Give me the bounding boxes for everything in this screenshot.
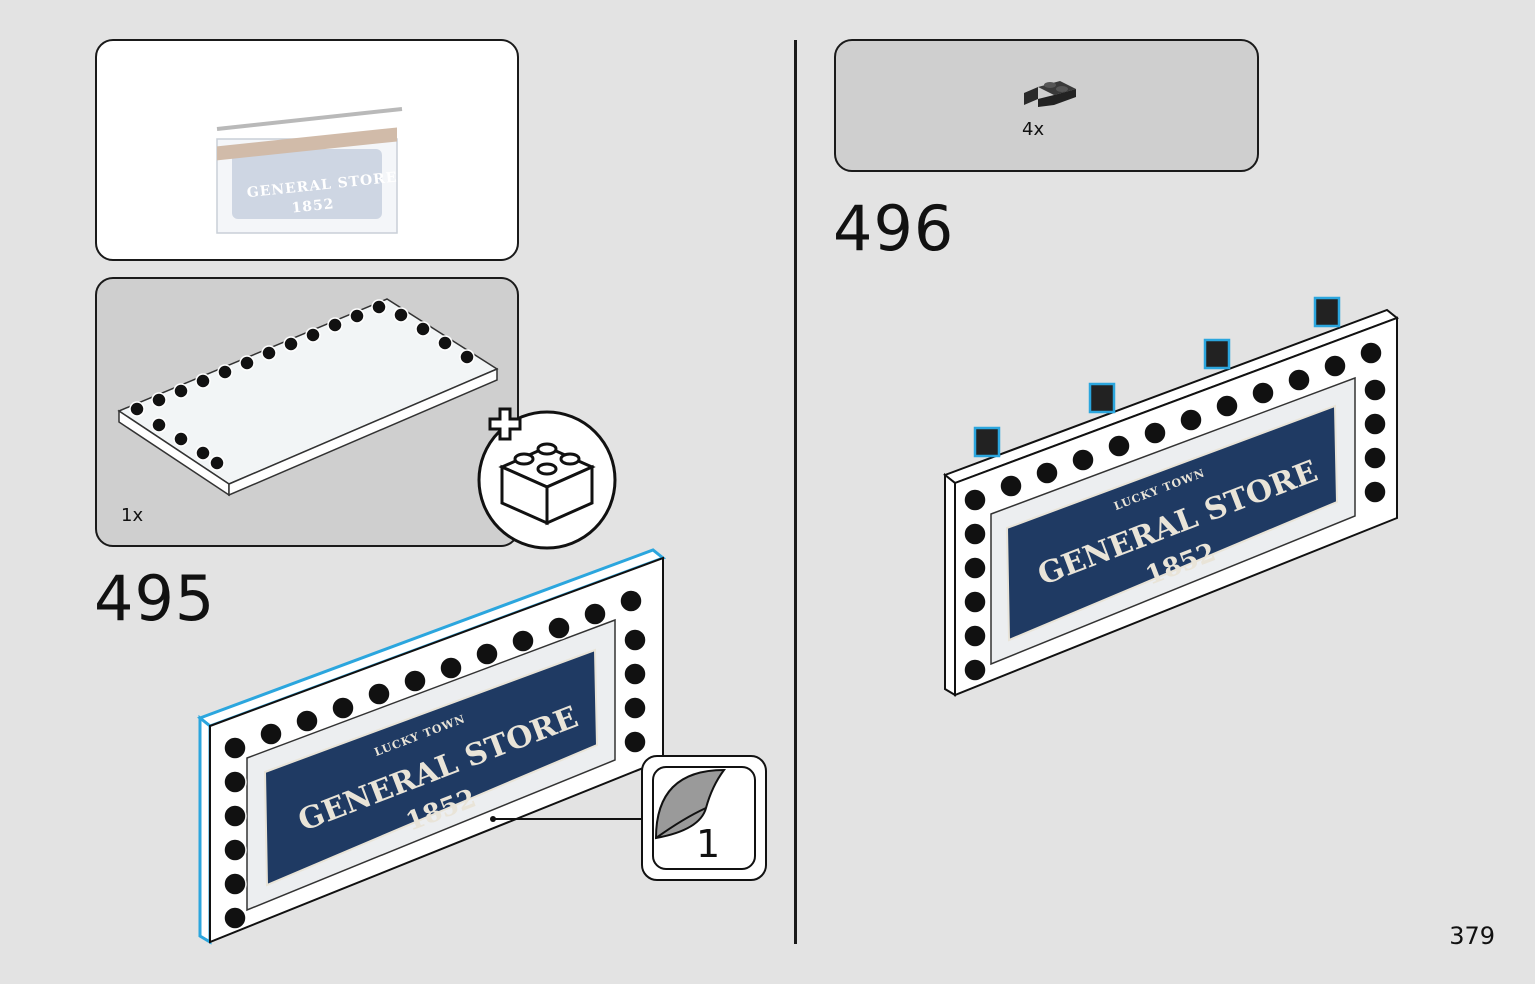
sticker-number: 1 (696, 822, 721, 866)
page-divider (794, 40, 797, 944)
parts-panel-496: 4x (834, 39, 1259, 172)
sticker-box: 1 (652, 766, 756, 870)
step-number-495: 495 (94, 562, 216, 635)
new-brick-icon (477, 407, 617, 550)
parts-quantity-496: 4x (1022, 119, 1045, 140)
sticker-icon (654, 768, 727, 840)
parts-quantity-495: 1x (121, 505, 144, 526)
sticker-callout: 1 (641, 755, 767, 881)
preview-sign-year: 1852 (291, 196, 335, 216)
page-number: 379 (1449, 922, 1495, 950)
plate-6x12-image (117, 298, 499, 497)
plate-with-clip-icon (1024, 81, 1076, 107)
sign-495-image: LUCKY TOWN GENERAL STORE 1852 (196, 548, 667, 945)
step-number-496: 496 (833, 192, 955, 265)
parts-panel-495: 1x (95, 277, 519, 547)
preview-panel: GENERAL STORE 1852 (95, 39, 519, 261)
sign-496-image: LUCKY TOWN GENERAL STORE 1852 (942, 296, 1400, 697)
preview-model-image: GENERAL STORE 1852 (216, 107, 403, 234)
